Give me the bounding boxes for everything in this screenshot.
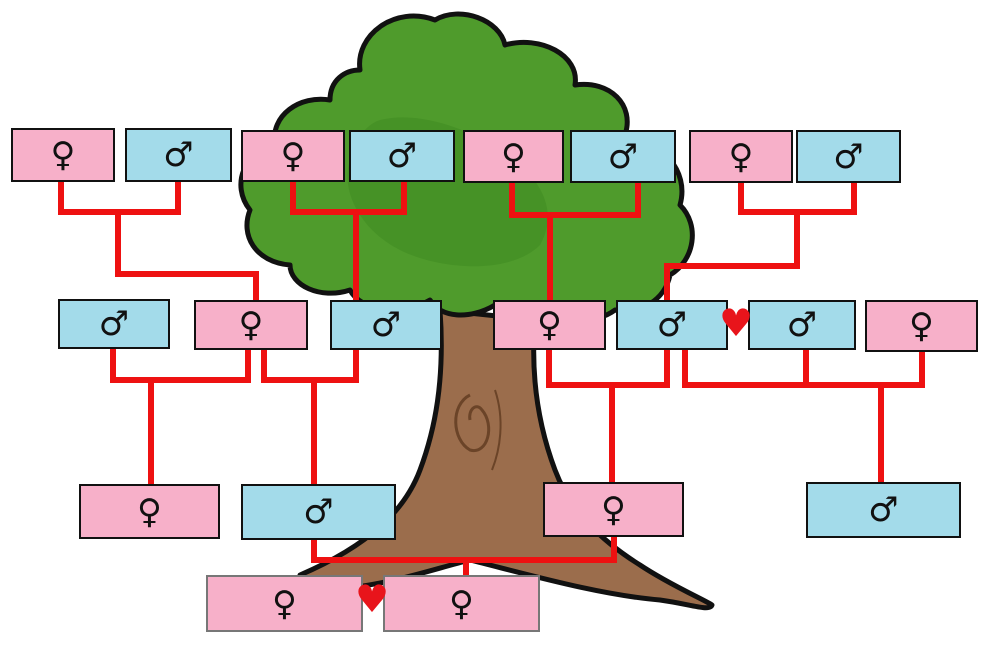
female-icon: ♀: [280, 136, 306, 176]
person-box-gg1[interactable]: ♀: [11, 128, 115, 182]
female-icon: ♀: [537, 305, 562, 345]
person-box-gp7[interactable]: ♀: [865, 300, 978, 352]
person-box-p4[interactable]: ♂: [806, 482, 961, 538]
person-box-gp1[interactable]: ♂: [58, 299, 170, 349]
person-box-p2[interactable]: ♂: [241, 484, 396, 540]
connector-gg3-gg4: [290, 182, 407, 300]
trunk-knot: [454, 393, 491, 452]
person-box-gg6[interactable]: ♂: [570, 130, 676, 183]
connector-p2-p3: [311, 537, 617, 575]
person-box-p3[interactable]: ♀: [543, 482, 684, 537]
person-box-gg8[interactable]: ♂: [796, 130, 901, 183]
male-icon: ♂: [370, 305, 402, 345]
person-box-gp5[interactable]: ♂: [616, 300, 728, 350]
person-box-gg7[interactable]: ♀: [689, 130, 793, 183]
male-icon: ♂: [868, 490, 899, 530]
person-box-gg4[interactable]: ♂: [349, 130, 455, 182]
person-box-gp3[interactable]: ♂: [330, 300, 442, 350]
person-box-gg2[interactable]: ♂: [125, 128, 232, 182]
male-icon: ♂: [656, 305, 688, 345]
person-box-c2[interactable]: ♀: [383, 575, 540, 632]
connector-gg5-gg6: [509, 183, 641, 300]
female-icon: ♀: [501, 136, 526, 177]
heart-icon: ♥: [355, 577, 390, 621]
person-box-gg3[interactable]: ♀: [241, 130, 345, 182]
family-connectors: [58, 182, 925, 575]
heart-icon: ♥: [719, 301, 754, 345]
person-box-gg5[interactable]: ♀: [463, 130, 564, 183]
female-icon: ♀: [601, 489, 626, 530]
trunk-bark-line: [491, 389, 502, 471]
person-box-gp6[interactable]: ♂: [748, 300, 856, 350]
tree-trunk: [297, 307, 715, 611]
male-icon: ♂: [163, 135, 194, 175]
male-icon: ♂: [98, 304, 130, 344]
connector-gg7-gg8: [664, 183, 857, 300]
male-icon: ♂: [303, 492, 334, 532]
female-icon: ♀: [449, 583, 474, 624]
person-box-gp4[interactable]: ♀: [493, 300, 606, 350]
connector-gp4-gp5: [546, 350, 670, 482]
connector-gp5-gp6-gp7: [682, 350, 925, 482]
female-icon: ♀: [272, 583, 297, 624]
male-icon: ♂: [607, 136, 639, 177]
female-icon: ♀: [137, 491, 162, 532]
male-icon: ♂: [833, 136, 864, 177]
male-icon: ♂: [386, 136, 418, 176]
female-icon: ♀: [728, 136, 754, 177]
person-box-c1[interactable]: ♀: [206, 575, 363, 632]
connector-gg1-gg2: [58, 182, 259, 300]
connector-gp2-gp3: [261, 350, 359, 484]
female-icon: ♀: [238, 305, 264, 345]
female-icon: ♀: [50, 135, 76, 175]
male-icon: ♂: [786, 305, 818, 345]
connector-gp1-gp2: [110, 349, 251, 484]
female-icon: ♀: [909, 306, 934, 346]
person-box-gp2[interactable]: ♀: [194, 300, 308, 350]
person-box-p1[interactable]: ♀: [79, 484, 220, 539]
